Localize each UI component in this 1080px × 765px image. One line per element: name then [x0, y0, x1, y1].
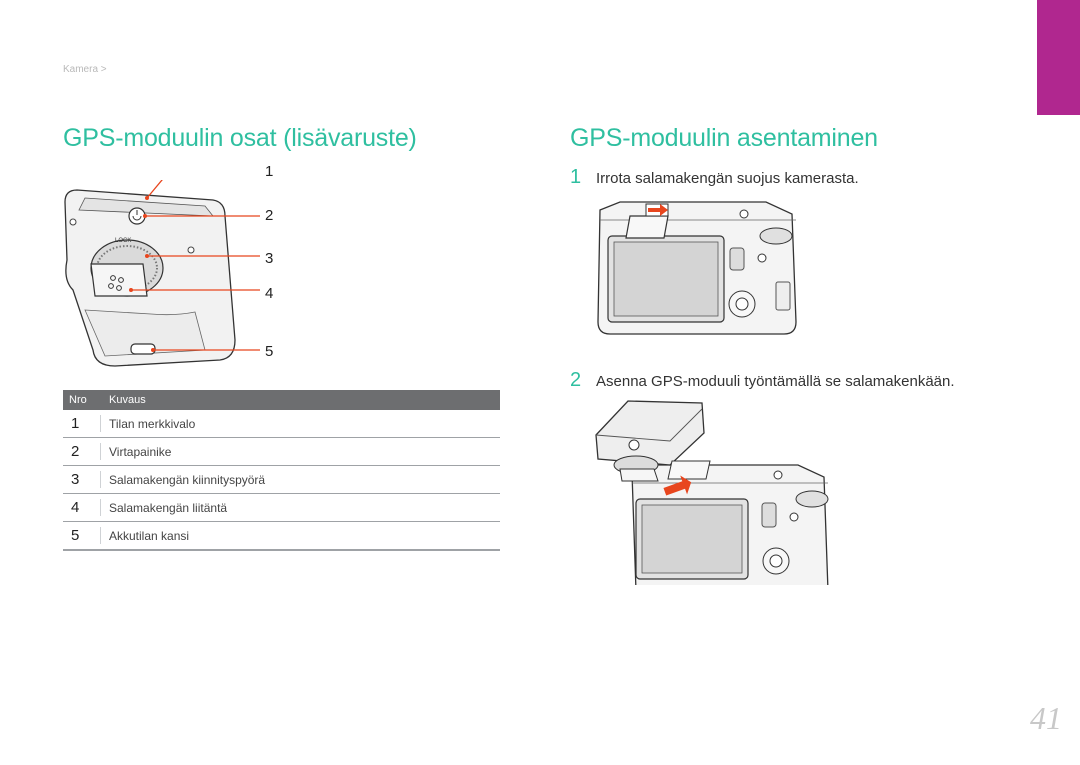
- row-description: Tilan merkkivalo: [109, 417, 196, 431]
- callout-2: 2: [265, 207, 274, 224]
- row-number: 4: [71, 499, 80, 516]
- header-number: Nro: [69, 394, 87, 406]
- callout-3: 3: [265, 250, 274, 267]
- callout-4: 4: [265, 285, 274, 302]
- table-row: 5 Akkutilan kansi: [63, 522, 500, 551]
- row-number: 5: [71, 527, 80, 544]
- header-description: Kuvaus: [109, 394, 146, 406]
- callout-5: 5: [265, 343, 274, 360]
- lock-label: LOCK: [115, 238, 131, 244]
- table-row: 2 Virtapainike: [63, 438, 500, 466]
- table-row: 1 Tilan merkkivalo: [63, 410, 500, 438]
- parts-table: Nro Kuvaus 1 Tilan merkkivalo 2 Virtapaini…: [63, 390, 500, 551]
- callout-1: 1: [265, 163, 274, 180]
- row-description: Virtapainike: [109, 445, 172, 459]
- table-header: Nro Kuvaus: [63, 390, 500, 410]
- step-1-text: Irrota salamakengän suojus kamerasta.: [596, 170, 859, 187]
- page-number: 41: [1030, 700, 1062, 736]
- step-2: 2 Asenna GPS-moduuli työntämällä se sala…: [570, 369, 955, 391]
- step-1: 1 Irrota salamakengän suojus kamerasta.: [570, 166, 859, 188]
- chapter-tab: [1037, 0, 1080, 115]
- table-row: 4 Salamakengän liitäntä: [63, 494, 500, 522]
- gps-module-illustration: LOCK: [64, 180, 260, 367]
- camera-remove-cover-illustration: [597, 201, 797, 335]
- row-description: Salamakengän liitäntä: [109, 501, 228, 515]
- step-2-number: 2: [570, 369, 582, 391]
- step-1-number: 1: [570, 166, 582, 188]
- row-number: 2: [71, 443, 80, 460]
- step-2-text: Asenna GPS-moduuli työntämällä se salama…: [596, 373, 955, 390]
- row-number: 3: [71, 471, 80, 488]
- row-number: 1: [71, 415, 80, 432]
- breadcrumb[interactable]: Kamera >: [63, 64, 107, 75]
- camera-attach-gps-illustration: [595, 400, 829, 585]
- row-description: Salamakengän kiinnityspyörä: [109, 473, 266, 487]
- row-description: Akkutilan kansi: [109, 529, 190, 543]
- section-title-parts: GPS-moduulin osat (lisävaruste): [63, 124, 417, 152]
- table-row: 3 Salamakengän kiinnityspyörä: [63, 466, 500, 494]
- section-title-install: GPS-moduulin asentaminen: [570, 124, 878, 152]
